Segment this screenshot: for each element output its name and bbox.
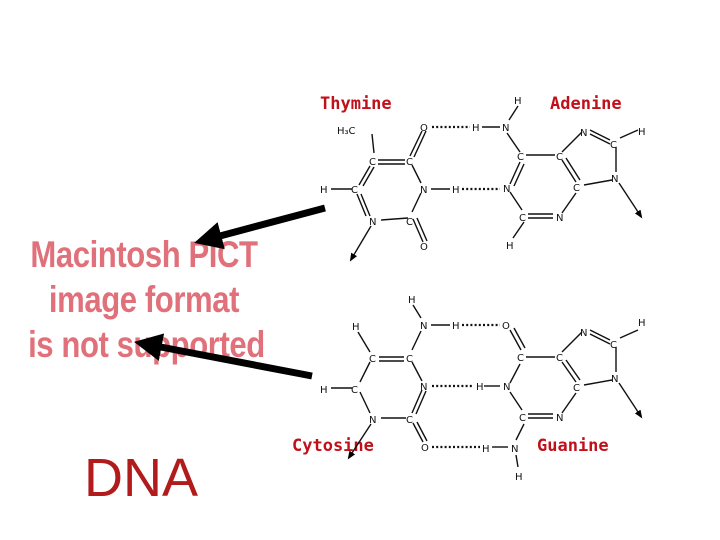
atom-h: H — [476, 382, 484, 393]
atom-n: N — [369, 415, 376, 426]
atom-h: H — [482, 444, 490, 455]
adenine-ring: H N H C C N C H N C N C N H — [472, 96, 646, 252]
thymine-adenine-hydrogen-bonds — [432, 125, 500, 191]
atom-n: N — [420, 382, 427, 393]
atom-h: H — [638, 318, 646, 329]
atom-c: C — [519, 413, 526, 424]
atom-h: H — [506, 241, 514, 252]
atom-c: C — [351, 185, 358, 196]
atom-h: H — [638, 127, 646, 138]
adenine-label: Adenine — [550, 94, 622, 114]
atom-n: N — [369, 217, 376, 228]
atom-o: O — [420, 242, 428, 253]
atom-c: C — [556, 353, 563, 364]
atom-h: H — [352, 322, 360, 333]
atom-n: N — [611, 174, 618, 185]
atom-c: C — [517, 152, 524, 163]
atom-c: C — [519, 213, 526, 224]
atom-n: N — [580, 328, 587, 339]
atom-n: N — [511, 444, 518, 455]
atom-methyl: H₃C — [337, 126, 356, 137]
placeholder-line-2: image format — [48, 279, 240, 320]
atom-n: N — [420, 185, 427, 196]
guanine-label: Guanine — [537, 436, 609, 456]
atom-c: C — [406, 217, 413, 228]
atom-o: O — [420, 123, 428, 134]
atom-c: C — [369, 354, 376, 365]
atom-h: H — [514, 96, 522, 107]
atom-c: C — [610, 140, 617, 151]
atom-c: C — [406, 354, 413, 365]
slide-title: DNA — [84, 448, 199, 508]
atom-n: N — [502, 123, 509, 134]
atom-n: N — [556, 213, 563, 224]
arrow-to-placeholder-top — [194, 204, 326, 250]
atom-o: O — [502, 321, 510, 332]
atom-h: H — [320, 185, 328, 196]
atom-n: N — [503, 184, 510, 195]
atom-c: C — [351, 385, 358, 396]
atom-h: H — [472, 123, 480, 134]
atom-n: N — [611, 374, 618, 385]
arrow-to-placeholder-bottom — [134, 333, 313, 380]
atom-h: H — [408, 295, 416, 306]
atom-c: C — [517, 353, 524, 364]
thymine-label: Thymine — [320, 94, 392, 114]
guanine-ring: O C C N C H N C H N C N N H H — [476, 318, 646, 483]
thymine-ring: H₃C C C O H C N H N C O — [320, 123, 460, 262]
atom-n: N — [503, 382, 510, 393]
atom-h: H — [320, 385, 328, 396]
atom-c: C — [573, 383, 580, 394]
atom-n: N — [420, 321, 427, 332]
atom-c: C — [406, 415, 413, 426]
cytosine-guanine-hydrogen-bonds — [432, 323, 508, 449]
atom-c: C — [369, 157, 376, 168]
atom-h: H — [515, 472, 523, 483]
atom-o: O — [421, 443, 429, 454]
atom-n: N — [580, 128, 587, 139]
atom-h: H — [452, 321, 460, 332]
atom-c: C — [406, 157, 413, 168]
atom-c: C — [610, 340, 617, 351]
atom-c: C — [556, 152, 563, 163]
cytosine-ring: H H N H C C H C N N C O — [320, 295, 460, 460]
atom-h: H — [452, 185, 460, 196]
atom-c: C — [573, 183, 580, 194]
atom-n: N — [556, 413, 563, 424]
